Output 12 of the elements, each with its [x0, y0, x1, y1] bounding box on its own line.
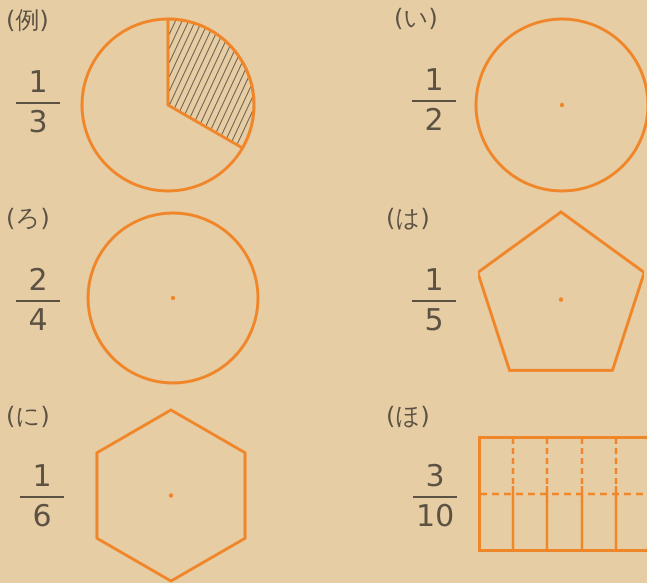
fraction: 1 3: [16, 68, 60, 138]
item-label: (に): [6, 404, 50, 428]
fraction: 1 6: [20, 462, 64, 532]
item-label: (い): [394, 6, 438, 30]
fraction: 1 2: [412, 66, 456, 136]
item-label: (ろ): [6, 206, 50, 230]
item-label: (ほ): [386, 404, 430, 428]
fraction: 2 4: [16, 266, 60, 336]
item-label: (は): [386, 206, 430, 230]
fraction: 1 5: [412, 266, 456, 336]
item-label: (例): [6, 8, 49, 32]
fraction: 3 10: [412, 462, 458, 532]
